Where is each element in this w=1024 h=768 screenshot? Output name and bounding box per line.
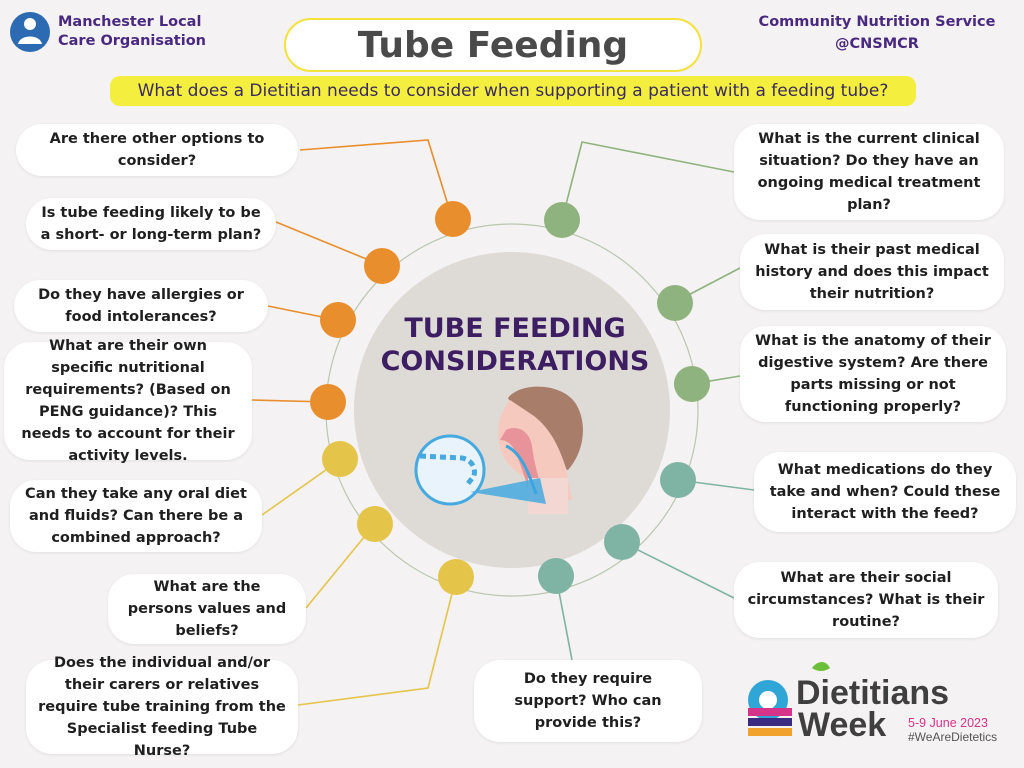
connector-left-7 [297,577,457,706]
dietitians-week-dates: 5-9 June 2023 [908,716,988,730]
connector-left-2 [275,221,382,266]
connector-right-5 [621,541,735,599]
service-name-line1: Community Nutrition Service [758,14,996,30]
node-left-1 [435,201,471,237]
consideration-support: Do they require support? Who can provide… [474,660,702,742]
service-handle: @CNSMCR [835,36,919,52]
person-in-circle-icon [10,12,50,52]
consideration-social-circumstances: What are their social circumstances? Wha… [734,562,998,638]
node-left-3 [320,302,356,338]
node-right-4 [660,462,696,498]
consideration-medications: What medications do they take and when? … [754,452,1016,532]
dietitians-week-line1: Dietitians [796,674,950,712]
center-title-line2: CONSIDERATIONS [380,346,650,377]
center-title-line1: TUBE FEEDING [404,313,626,344]
page-title: Tube Feeding [284,18,702,72]
consideration-digestive-anatomy: What is the anatomy of their digestive s… [740,326,1006,422]
consideration-values-beliefs: What are the persons values and beliefs? [108,574,306,644]
node-right-6 [538,558,574,594]
dietitians-week-logo [748,662,830,736]
connector-right-1 [561,141,735,221]
service-name: Community Nutrition Service @CNSMCR [742,11,1012,55]
dietitians-week-hashtag: #WeAreDietetics [908,730,998,744]
consideration-term-plan: Is tube feeding likely to be a short- or… [26,198,276,250]
consideration-clinical-situation: What is the current clinical situation? … [734,124,1004,220]
connector-left-1 [299,139,453,219]
org-name: Manchester Local Care Organisation [58,13,206,51]
node-left-2 [364,248,400,284]
consideration-other-options: Are there other options to consider? [16,124,298,176]
subtitle-banner: What does a Dietitian needs to consider … [110,76,916,106]
node-right-1 [544,202,580,238]
center-title: TUBE FEEDING CONSIDERATIONS [380,312,650,378]
magnifier-circle [414,434,486,506]
org-name-line2: Care Organisation [58,33,206,49]
node-left-7 [438,559,474,595]
consideration-oral-diet: Can they take any oral diet and fluids? … [10,480,262,552]
node-right-2 [657,285,693,321]
consideration-allergies: Do they have allergies or food intoleran… [14,280,268,332]
node-left-4 [310,384,346,420]
consideration-tube-training: Does the individual and/or their carers … [26,655,298,759]
consideration-nutritional-requirements: What are their own specific nutritional … [4,338,252,464]
node-right-5 [604,524,640,560]
node-right-3 [674,366,710,402]
dietitians-week-line2: Week [798,706,887,744]
node-left-5 [322,441,358,477]
nasogastric-tube-head-illustration [414,386,583,514]
connector-left-6 [305,524,375,609]
node-left-6 [357,506,393,542]
org-name-line1: Manchester Local [58,14,202,30]
consideration-medical-history: What is their past medical history and d… [740,234,1004,310]
